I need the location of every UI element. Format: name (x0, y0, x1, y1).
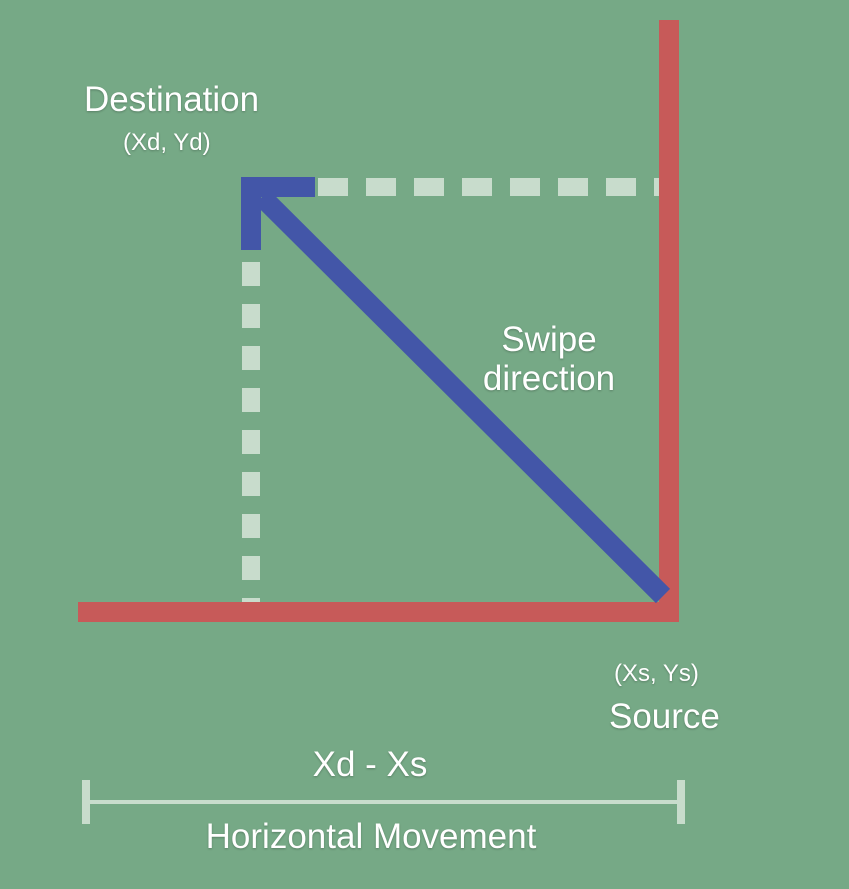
source-label: Source (609, 697, 720, 736)
swipe-arrowhead (241, 177, 315, 250)
swipe-label-line1: Swipe (501, 320, 597, 359)
delta-label: Xd - Xs (312, 745, 428, 784)
swipe-arrow-shaft (254, 189, 671, 604)
horizontal-movement-label: Horizontal Movement (205, 817, 537, 856)
destination-coords-label: (Xd, Yd) (123, 129, 211, 156)
source-coords-label: (Xs, Ys) (614, 660, 699, 687)
destination-label: Destination (84, 80, 260, 119)
swipe-label-line2: direction (482, 359, 616, 398)
